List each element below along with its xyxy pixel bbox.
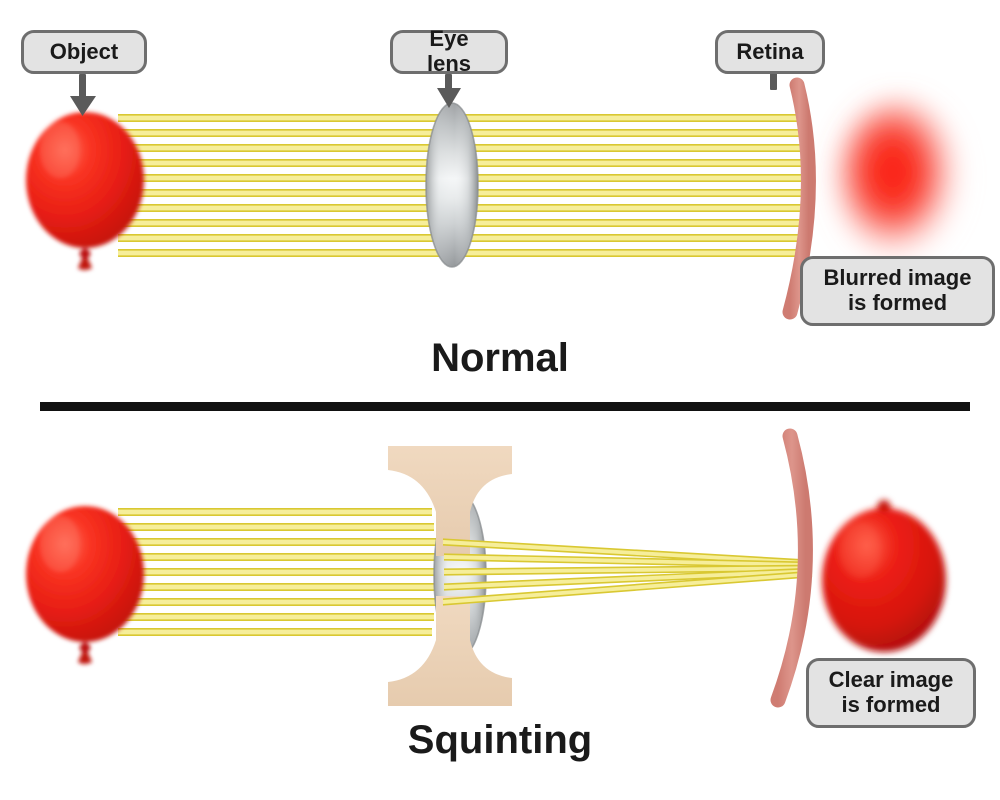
label-object: Object bbox=[21, 30, 147, 74]
arrow-retina bbox=[770, 70, 777, 90]
arrow-eye-lens bbox=[437, 74, 461, 108]
eyelids-squinting bbox=[388, 446, 512, 706]
section-divider bbox=[40, 402, 970, 411]
caption-normal: Normal bbox=[431, 336, 569, 380]
lower-eyelid bbox=[388, 596, 512, 706]
panel-squinting bbox=[26, 428, 946, 708]
blurred-image-normal bbox=[837, 100, 961, 260]
panel-normal bbox=[26, 77, 961, 320]
eye-lens-normal bbox=[425, 102, 479, 268]
caption-squinting: Squinting bbox=[407, 718, 593, 762]
retina-arc-normal bbox=[782, 77, 816, 320]
label-clear-image: Clear image is formed bbox=[806, 658, 976, 728]
object-balloon-normal bbox=[26, 112, 144, 270]
label-retina: Retina bbox=[715, 30, 825, 74]
label-blurred-image: Blurred image is formed bbox=[800, 256, 995, 326]
arrow-object bbox=[70, 74, 96, 116]
clear-image-balloon bbox=[822, 500, 946, 652]
light-rays-squinting-incoming bbox=[118, 507, 437, 637]
upper-eyelid bbox=[388, 446, 512, 556]
callout-arrows bbox=[70, 70, 777, 116]
object-balloon-squinting bbox=[26, 506, 144, 664]
light-rays-squinting-converging bbox=[442, 538, 813, 606]
label-eye-lens: Eye lens bbox=[390, 27, 508, 76]
retina-arc-squinting bbox=[770, 428, 813, 708]
